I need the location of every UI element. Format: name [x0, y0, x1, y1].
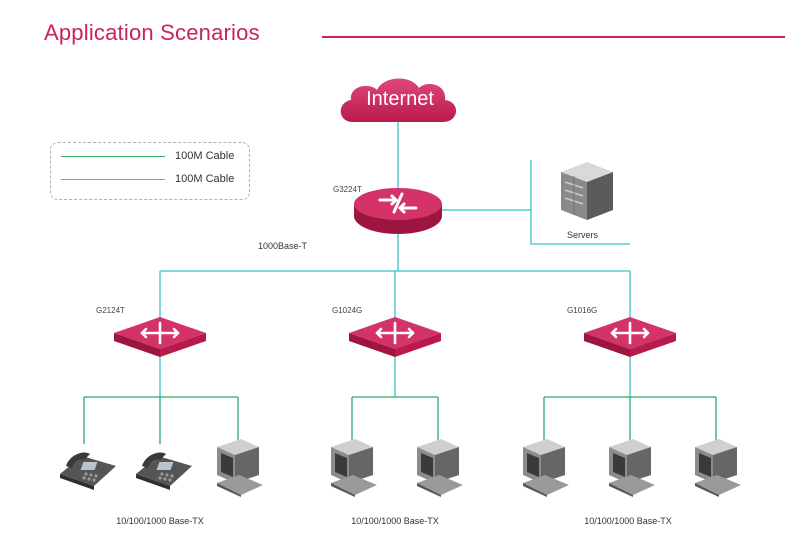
legend-line-green	[61, 156, 165, 157]
legend-label-1: 100M Cable	[175, 150, 235, 162]
legend-label-2: 100M Cable	[175, 173, 235, 185]
internet-cloud-icon	[340, 78, 457, 122]
switch-label-1: G2124T	[96, 306, 125, 315]
servers-icon	[561, 162, 613, 220]
computer-icon	[217, 439, 263, 497]
switch-icon	[114, 317, 206, 357]
access-label-1: 10/100/1000 Base-TX	[116, 516, 204, 526]
computer-icon	[417, 439, 463, 497]
title-rule	[322, 36, 785, 38]
legend-line-cyan	[61, 179, 165, 180]
switch-label-2: G1024G	[332, 306, 363, 315]
switch-icon	[349, 317, 441, 357]
legend: 100M Cable 100M Cable	[50, 142, 250, 200]
access-label-3: 10/100/1000 Base-TX	[584, 516, 672, 526]
switch-icon	[584, 317, 676, 357]
switch-label-3: G1016G	[567, 306, 598, 315]
servers-label: Servers	[567, 230, 599, 240]
link-servers-bracket	[530, 160, 630, 245]
internet-label: Internet	[366, 88, 434, 110]
computer-icon	[609, 439, 655, 497]
computer-icon	[523, 439, 569, 497]
computer-icon	[331, 439, 377, 497]
core-label: G3224T	[333, 185, 362, 194]
computer-icon	[695, 439, 741, 497]
uplink-label: 1000Base-T	[258, 241, 308, 251]
phone-icon	[136, 452, 192, 490]
phone-icon	[60, 452, 116, 490]
access-label-2: 10/100/1000 Base-TX	[351, 516, 439, 526]
core-router-icon	[354, 188, 442, 234]
page-title: Application Scenarios	[44, 20, 260, 45]
